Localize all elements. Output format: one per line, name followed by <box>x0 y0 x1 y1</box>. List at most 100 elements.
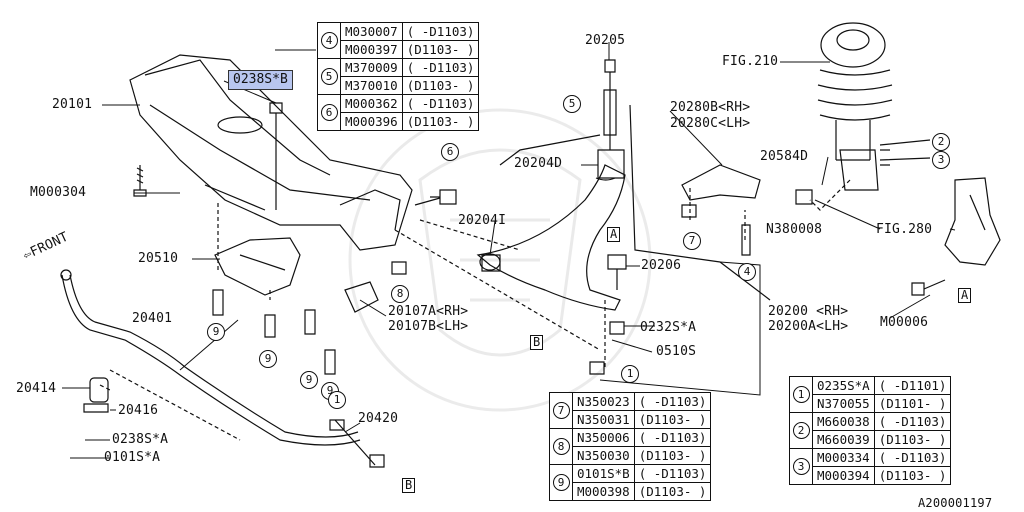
callout-FIG280[interactable]: FIG.280 <box>876 222 933 237</box>
part-number-cell[interactable]: M370009 <box>340 58 403 77</box>
part-number-cell[interactable]: M000362 <box>340 94 403 113</box>
part-number-cell[interactable]: N350006 <box>572 428 635 447</box>
callout-20206[interactable]: 20206 <box>641 258 682 273</box>
boxed-A-knuckle[interactable]: A <box>958 288 972 303</box>
part-number-cell[interactable]: N350023 <box>572 392 635 411</box>
table-row: M000397(D1103- ) <box>318 40 480 59</box>
bracket-20280 <box>681 164 761 201</box>
callout-20414[interactable]: 20414 <box>16 381 57 396</box>
bolt-9-group <box>212 289 336 375</box>
balljoint-20206 <box>607 254 627 290</box>
circled-1[interactable]: 1 <box>621 365 639 383</box>
boxed-B-link[interactable]: B <box>402 478 416 493</box>
circled-9c[interactable]: 9 <box>300 371 318 389</box>
callout-20200A[interactable]: 20200A<LH> <box>768 319 849 334</box>
callout-M000304[interactable]: M000304 <box>30 185 87 200</box>
callout-20107A[interactable]: 20107A<RH> <box>388 304 469 319</box>
part-number-cell[interactable]: M000397 <box>340 40 403 59</box>
circled-4[interactable]: 4 <box>738 263 756 281</box>
part-number-cell[interactable]: N350031 <box>572 410 635 429</box>
circled-number: 3 <box>792 458 810 475</box>
boxed-B-arm[interactable]: B <box>530 335 544 350</box>
date-range-cell: ( -D1101) <box>873 376 952 395</box>
callout-N380008[interactable]: N380008 <box>766 222 823 237</box>
circled-5[interactable]: 5 <box>563 95 581 113</box>
date-range-cell: ( -D1103) <box>873 448 952 467</box>
callout-0101SA[interactable]: 0101S*A <box>104 450 161 465</box>
part-number-cell[interactable]: M370010 <box>340 76 403 95</box>
circled-9a[interactable]: 9 <box>207 323 225 341</box>
date-range-cell: (D1101- ) <box>873 394 952 413</box>
callout-0232SA[interactable]: 0232S*A <box>640 320 697 335</box>
part-number-cell[interactable]: N350030 <box>572 446 635 465</box>
callout-M00006[interactable]: M00006 <box>880 315 929 330</box>
callout-20420[interactable]: 20420 <box>358 411 399 426</box>
circled-3[interactable]: 3 <box>932 151 950 169</box>
callout-20510[interactable]: 20510 <box>138 251 179 266</box>
part-number-cell[interactable]: M030007 <box>340 22 403 41</box>
callout-20200[interactable]: 20200 <RH> <box>768 304 849 319</box>
circled-6[interactable]: 6 <box>441 143 459 161</box>
circled-8[interactable]: 8 <box>391 285 409 303</box>
table-row: M000394(D1103- ) <box>790 466 952 485</box>
circled-7[interactable]: 7 <box>683 232 701 250</box>
date-range-cell: ( -D1103) <box>401 22 480 41</box>
bushing-20204D <box>597 149 625 179</box>
callout-20416[interactable]: 20416 <box>118 403 159 418</box>
callout-20107B[interactable]: 20107B<LH> <box>388 319 469 334</box>
circled-9b[interactable]: 9 <box>259 350 277 368</box>
callout-0510S[interactable]: 0510S <box>656 344 697 359</box>
part-number-cell[interactable]: M000396 <box>340 112 403 131</box>
highlighted-part-label[interactable]: 0238S*B <box>228 70 293 90</box>
callout-20101[interactable]: 20101 <box>52 97 93 112</box>
callout-20204D[interactable]: 20204D <box>514 156 563 171</box>
clamp-20416 <box>83 403 109 413</box>
circled-1b[interactable]: 1 <box>328 391 346 409</box>
part-number-cell[interactable]: N370055 <box>812 394 875 413</box>
callout-20280B[interactable]: 20280B<RH> <box>670 100 751 115</box>
bushing-20204I <box>481 254 501 272</box>
circled-number: 1 <box>792 386 810 403</box>
table-row: M660039(D1103- ) <box>790 430 952 449</box>
callout-20280C[interactable]: 20280C<LH> <box>670 116 751 131</box>
callout-0238SA[interactable]: 0238S*A <box>112 432 169 447</box>
callout-20204I[interactable]: 20204I <box>458 213 507 228</box>
bolt-6 <box>414 189 457 206</box>
leader-lines <box>62 42 956 459</box>
nut-1 <box>589 361 605 375</box>
date-range-cell: (D1103- ) <box>401 40 480 59</box>
boxed-A-arm[interactable]: A <box>607 227 621 242</box>
callout-20401[interactable]: 20401 <box>132 311 173 326</box>
part-number-cell[interactable]: M000394 <box>812 466 875 485</box>
part-number-cell[interactable]: M000398 <box>572 482 635 501</box>
callout-FIG210[interactable]: FIG.210 <box>722 54 779 69</box>
part-number-cell[interactable]: 0235S*A <box>812 376 875 395</box>
part-number-cell[interactable]: M660038 <box>812 412 875 431</box>
circled-2[interactable]: 2 <box>932 133 950 151</box>
row-number-cell: 3 <box>789 448 813 485</box>
bolt-4 <box>741 224 751 256</box>
date-range-cell: (D1103- ) <box>633 446 712 465</box>
part-number-cell[interactable]: M000334 <box>812 448 875 467</box>
nut-N380008 <box>795 189 813 205</box>
callout-20584D[interactable]: 20584D <box>760 149 809 164</box>
arm-group-frame <box>499 104 771 301</box>
circled-number: 2 <box>792 422 810 439</box>
date-range-cell: ( -D1103) <box>633 428 712 447</box>
nut-8 <box>391 261 407 275</box>
date-range-cell: (D1103- ) <box>401 112 480 131</box>
date-range-cell: (D1103- ) <box>401 76 480 95</box>
part-number-cell[interactable]: M660039 <box>812 430 875 449</box>
table-row: N350030(D1103- ) <box>550 446 712 465</box>
part-number-cell[interactable]: 0101S*B <box>572 464 635 483</box>
callout-20205[interactable]: 20205 <box>585 33 626 48</box>
